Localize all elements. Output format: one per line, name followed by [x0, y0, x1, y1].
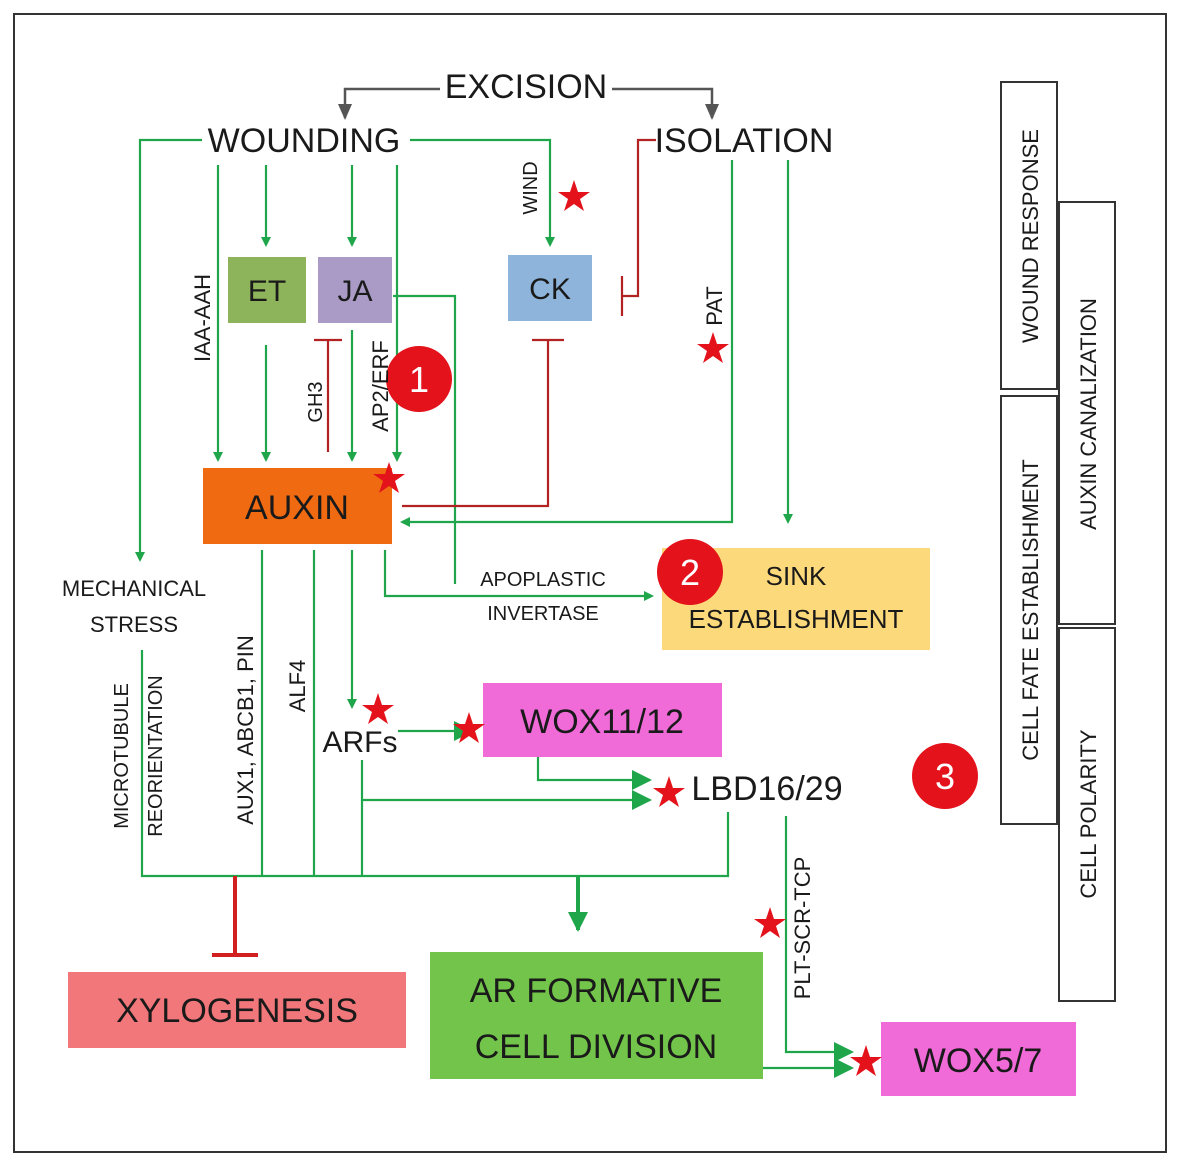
outer-frame — [13, 13, 1167, 1153]
badge-3-label: 3 — [935, 756, 955, 797]
microtubule-label: MICROTUBULE — [111, 683, 133, 829]
star-icon — [850, 1045, 882, 1076]
invertase-label: INVERTASE — [487, 603, 599, 625]
ck-label: CK — [529, 273, 571, 306]
stars — [362, 180, 882, 1076]
ja-box — [318, 257, 392, 323]
lbd16-29-label: LBD16/29 — [691, 770, 842, 808]
ja-label: JA — [337, 275, 372, 308]
phase-cell-fate-label: CELL FATE ESTABLISHMENT — [1018, 459, 1043, 761]
ar-formative-label-line1: AR FORMATIVE — [470, 972, 723, 1010]
mechanical-label-line2: STRESS — [90, 612, 178, 637]
reorientation-label: REORIENTATION — [145, 675, 167, 836]
phase-auxin-canalization-label: AUXIN CANALIZATION — [1076, 298, 1101, 530]
xylogenesis-label: XYLOGENESIS — [116, 992, 358, 1030]
pat-label: PAT — [702, 286, 727, 326]
star-icon — [653, 776, 685, 807]
star-icon — [453, 712, 485, 743]
wind-label: WIND — [520, 161, 542, 214]
star-icon — [754, 907, 786, 938]
arfs-label: ARFs — [323, 726, 398, 759]
isolation-label: ISOLATION — [655, 122, 834, 160]
alf4-label: ALF4 — [285, 660, 310, 713]
et-label: ET — [248, 275, 286, 308]
excision-branches — [338, 87, 719, 120]
xylogenesis-inhibition — [212, 876, 258, 957]
wounding-label: WOUNDING — [208, 122, 401, 160]
phase-wound-response-label: WOUND RESPONSE — [1018, 129, 1043, 343]
badge-3 — [912, 743, 978, 809]
ar-formative-box — [430, 952, 763, 1079]
star-icon — [362, 693, 394, 724]
phase-cell-fate-box — [1000, 395, 1058, 825]
phase-auxin-canalization-box — [1058, 201, 1116, 625]
auxin-label: AUXIN — [245, 489, 349, 527]
ar-formative-label-line2: CELL DIVISION — [475, 1028, 717, 1066]
excision-label: EXCISION — [445, 68, 607, 106]
star-icon — [373, 462, 405, 493]
activation-arrows — [135, 138, 854, 1078]
sink-label-line1: SINK — [766, 561, 827, 591]
badge-1 — [386, 346, 452, 412]
badge-1-label: 1 — [409, 359, 429, 400]
wox5-7-box — [881, 1022, 1076, 1096]
sink-label-line2: ESTABLISHMENT — [689, 604, 904, 634]
star-icon — [697, 332, 729, 363]
gh3-label: GH3 — [305, 381, 327, 422]
et-box — [228, 257, 306, 323]
star-icon — [558, 180, 590, 211]
phase-wound-response-box — [1000, 81, 1058, 390]
wox5-7-label: WOX5/7 — [914, 1042, 1042, 1080]
aux-transport-label: AUX1, ABCB1, PIN — [233, 635, 258, 825]
ck-box — [508, 255, 592, 321]
phase-cell-polarity-box — [1058, 627, 1116, 1002]
inhibition-lines — [314, 138, 656, 508]
ap2-erf-label: AP2/ERF — [368, 340, 393, 432]
xylogenesis-box — [68, 972, 406, 1048]
badge-2-label: 2 — [680, 552, 700, 593]
mechanical-label-line1: MECHANICAL — [62, 576, 206, 601]
iaa-aah-label: IAA-AAH — [190, 274, 215, 362]
auxin-box — [203, 468, 392, 544]
plt-scr-tcp-label: PLT-SCR-TCP — [790, 857, 815, 1000]
wox11-12-box — [483, 683, 722, 757]
apoplastic-label: APOPLASTIC — [480, 569, 606, 591]
wox11-12-label: WOX11/12 — [520, 703, 684, 741]
badge-2 — [657, 539, 723, 605]
phase-cell-polarity-label: CELL POLARITY — [1076, 729, 1101, 898]
